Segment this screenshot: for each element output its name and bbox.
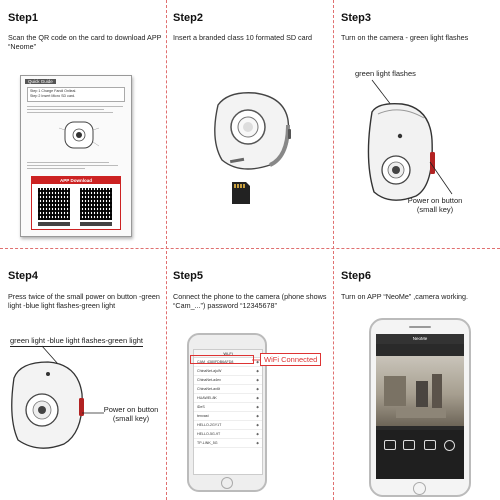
app-controls xyxy=(376,430,464,479)
step5-title: Step5 xyxy=(173,270,203,282)
camera-illustration-step3 xyxy=(367,102,435,201)
wifi-network-name: TP-LINK_5G xyxy=(197,441,218,445)
step2-description: Insert a branded class 10 formated SD ca… xyxy=(173,33,313,42)
wifi-signal-icon: ◆ xyxy=(256,378,259,382)
step6-title: Step6 xyxy=(341,270,371,282)
phone-screen-step5: Wi-Fi CAM_4380FDB6AFD8◆ChinaNet-ajuW◆Chi… xyxy=(193,349,263,475)
camera-illustration-step2 xyxy=(214,92,291,170)
qr-code-right xyxy=(80,188,112,220)
wifi-header: Wi-Fi xyxy=(194,350,262,358)
wifi-network-name: ChinaNet-a4ex xyxy=(197,378,221,382)
gallery-control-icon[interactable] xyxy=(424,440,436,450)
wifi-network-name: tenvast xyxy=(197,414,209,418)
wifi-network-row[interactable]: TP-LINK_5G ◆ xyxy=(194,439,262,448)
sd-card-icon xyxy=(232,182,250,204)
store-badge-right xyxy=(80,222,112,226)
step4-description: Press twice of the small power on button… xyxy=(8,292,160,310)
wifi-network-name: CAM_4380FDB6AFD8 xyxy=(197,360,234,364)
wifi-signal-icon: ◆ xyxy=(256,414,259,418)
wifi-network-name: ChinaNet-ajuW xyxy=(197,369,222,373)
store-badge-left xyxy=(38,222,70,226)
wifi-list: CAM_4380FDB6AFD8◆ChinaNet-ajuW◆ChinaNet-… xyxy=(194,358,262,448)
wifi-network-row[interactable]: HUAWEI-8K ◆ xyxy=(194,394,262,403)
card-instruction-lines xyxy=(27,104,123,115)
app-name: NeoMe xyxy=(412,336,428,341)
camera-illustration-step4 xyxy=(11,361,84,449)
wifi-network-row[interactable]: HELLO-2GY1T ◆ xyxy=(194,421,262,430)
step5-description: Connect the phone to the camera (phone s… xyxy=(173,292,327,310)
phone-home-button-step5 xyxy=(221,477,233,489)
step1-title: Step1 xyxy=(8,12,38,24)
wifi-signal-icon: ◆ xyxy=(256,360,259,364)
power-button-callout-step4: Power on button (small key) xyxy=(103,405,159,423)
green-light-callout: green light flashes xyxy=(355,69,416,78)
quick-guide-card: Quick Guide Step 1 Charge Fandi Onlieal.… xyxy=(20,75,132,237)
light-sequence-callout: green light -blue light flashes-green li… xyxy=(10,336,143,347)
card-step2-line: Step 2 Insert Micro SD card. xyxy=(30,94,76,98)
phone-speaker-step6 xyxy=(409,326,431,328)
step3-description: Turn on the camera - green light flashes xyxy=(341,33,469,42)
card-heading: Quick Guide xyxy=(25,79,56,84)
settings-control-icon[interactable] xyxy=(444,440,455,451)
phone-step5: Wi-Fi CAM_4380FDB6AFD8◆ChinaNet-ajuW◆Chi… xyxy=(187,333,267,492)
wifi-network-row[interactable]: HELLO-5G-9T ◆ xyxy=(194,430,262,439)
step2-title: Step2 xyxy=(173,12,203,24)
wifi-signal-icon: ◆ xyxy=(256,369,259,373)
wifi-signal-icon: ◆ xyxy=(256,405,259,409)
wifi-signal-icon: ◆ xyxy=(256,432,259,436)
callout-line-power-step3 xyxy=(429,161,453,195)
video-control-icon[interactable] xyxy=(403,440,415,450)
callout-line-power-step4 xyxy=(82,412,104,414)
step3-title: Step3 xyxy=(341,12,371,24)
wifi-signal-icon: ◆ xyxy=(256,396,259,400)
callout-line-light-step4 xyxy=(41,345,59,365)
wifi-network-name: iDeS xyxy=(197,405,205,409)
wifi-connected-label: WiFi Connected xyxy=(260,353,322,366)
card-step1-line: Step 1 Charge Fandi Onlieal. xyxy=(30,89,77,93)
card-steps-box: Step 1 Charge Fandi Onlieal. Step 2 Inse… xyxy=(27,87,125,102)
step1-description: Scan the QR code on the card to download… xyxy=(8,33,162,51)
wifi-network-row[interactable]: ChinaNet-ajuW ◆ xyxy=(194,367,262,376)
wifi-signal-icon: ◆ xyxy=(256,441,259,445)
wifi-signal-icon: ◆ xyxy=(256,387,259,391)
phone-home-button-step6 xyxy=(413,482,426,495)
wifi-network-row[interactable]: tenvast ◆ xyxy=(194,412,262,421)
app-title-bar: NeoMe xyxy=(376,334,464,344)
row-divider xyxy=(0,248,500,249)
step4-title: Step4 xyxy=(8,270,38,282)
power-button-callout-step3: Power on button (small key) xyxy=(407,196,463,214)
phone-screen-step6: NeoMe xyxy=(376,334,464,479)
selected-network-highlight xyxy=(190,355,254,364)
wifi-network-row[interactable]: CAM_4380FDB6AFD8 ◆ xyxy=(194,358,262,367)
card-bullet-lines xyxy=(27,160,123,171)
app-download-box: APP Download xyxy=(31,176,121,230)
app-download-label: APP Download xyxy=(32,177,120,184)
column-divider-2 xyxy=(333,0,334,500)
wifi-network-row[interactable]: ChinaNet-a4ex ◆ xyxy=(194,376,262,385)
column-divider-1 xyxy=(166,0,167,500)
qr-code-left xyxy=(38,188,70,220)
camera-control-icon[interactable] xyxy=(384,440,396,450)
camera-live-view xyxy=(376,356,464,426)
wifi-signal-icon: ◆ xyxy=(256,423,259,427)
step6-description: Turn on APP “NeoMe” ,camera working. xyxy=(341,292,469,301)
wifi-network-name: ChinaNet-ax6t xyxy=(197,387,220,391)
card-camera-diagram xyxy=(58,121,100,149)
wifi-network-name: HELLO-2GY1T xyxy=(197,423,222,427)
wifi-network-row[interactable]: iDeS ◆ xyxy=(194,403,262,412)
wifi-network-name: HUAWEI-8K xyxy=(197,396,217,400)
wifi-network-row[interactable]: ChinaNet-ax6t ◆ xyxy=(194,385,262,394)
wifi-network-name: HELLO-5G-9T xyxy=(197,432,221,436)
phone-step6: NeoMe xyxy=(369,318,471,497)
